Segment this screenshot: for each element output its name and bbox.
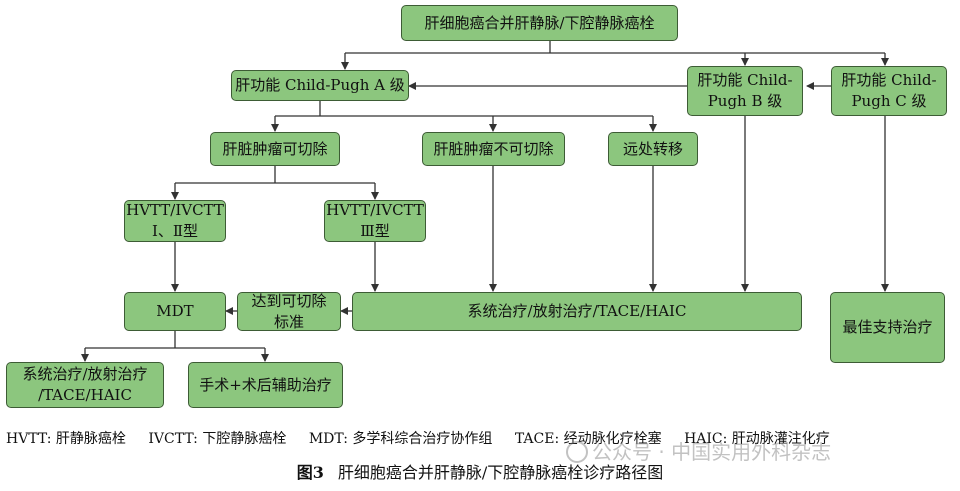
box-mdt: MDT <box>124 292 226 331</box>
wechat-icon <box>566 441 588 463</box>
box-best-support: 最佳支持治疗 <box>830 292 945 363</box>
box-unresectable: 肝脏肿瘤不可切除 <box>422 132 565 166</box>
box-title: 肝细胞癌合并肝静脉/下腔静脉癌栓 <box>401 5 678 41</box>
legend-item: HVTT: 肝静脉癌栓 <box>6 431 126 447</box>
box-type-3: HVTT/IVCTT Ⅲ型 <box>324 200 426 242</box>
watermark-text: 公众号 · 中国实用外科杂志 <box>592 440 832 464</box>
legend-item: MDT: 多学科综合治疗协作组 <box>308 431 493 447</box>
figure-number: 图3 <box>296 463 324 482</box>
box-child-pugh-b: 肝功能 Child- Pugh B 级 <box>687 66 803 116</box>
box-metastasis: 远处转移 <box>608 132 698 166</box>
figure-caption: 图3 肝细胞癌合并肝静脉/下腔静脉癌栓诊疗路径图 <box>0 459 960 483</box>
figure-title: 肝细胞癌合并肝静脉/下腔静脉癌栓诊疗路径图 <box>337 463 664 482</box>
box-type-1-2: HVTT/IVCTT Ⅰ、Ⅱ型 <box>124 200 226 242</box>
box-systemic-main: 系统治疗/放射治疗/TACE/HAIC <box>352 292 802 331</box>
box-surgery: 手术+术后辅助治疗 <box>188 362 343 408</box>
box-reach-resectable: 达到可切除 标准 <box>237 292 341 331</box>
box-resectable: 肝脏肿瘤可切除 <box>210 132 340 166</box>
legend-item: IVCTT: 下腔静脉癌栓 <box>148 431 287 447</box>
legend-item: HAIC: 肝动脉灌注化疗 <box>684 431 830 447</box>
legend-item: TACE: 经动脉化疗栓塞 <box>514 431 662 447</box>
box-child-pugh-c: 肝功能 Child- Pugh C 级 <box>831 66 947 116</box>
box-child-pugh-a: 肝功能 Child-Pugh A 级 <box>231 70 409 101</box>
box-systemic-left: 系统治疗/放射治疗 /TACE/HAIC <box>6 362 164 408</box>
abbreviation-legend: HVTT: 肝静脉癌栓 IVCTT: 下腔静脉癌栓 MDT: 多学科综合治疗协作… <box>6 428 848 448</box>
watermark: 公众号 · 中国实用外科杂志 <box>566 436 831 465</box>
